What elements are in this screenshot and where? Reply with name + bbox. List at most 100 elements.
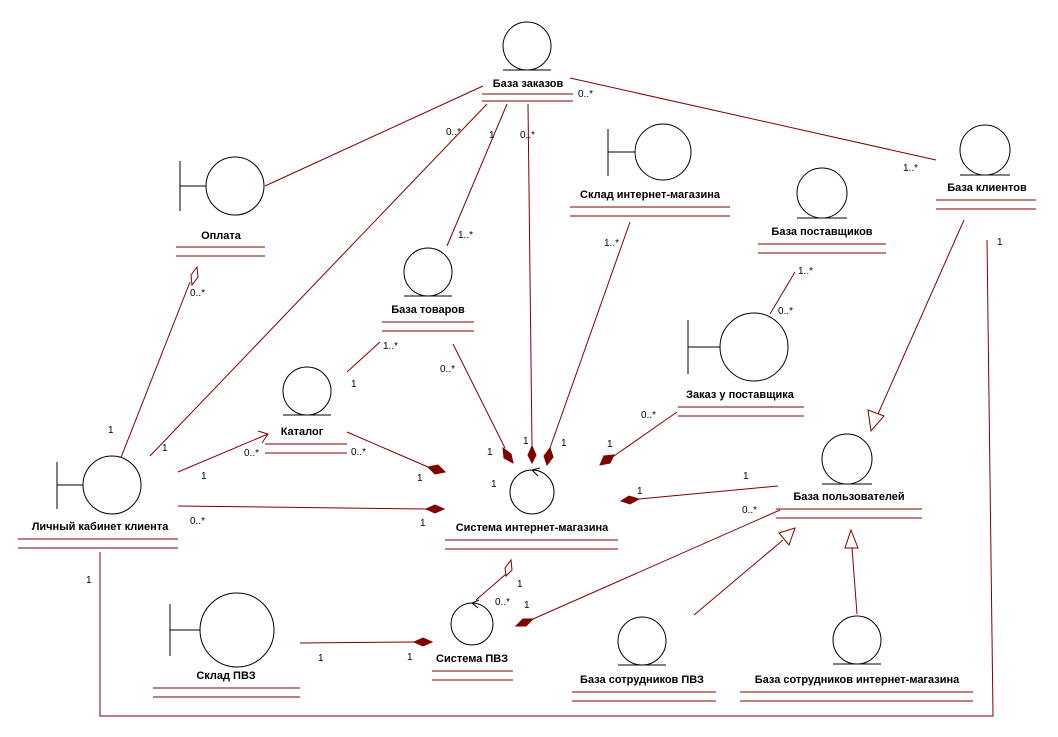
edge-supplierorder-system bbox=[613, 411, 678, 457]
generalization-arrow bbox=[844, 528, 859, 549]
multiplicity-label: 1 bbox=[420, 518, 426, 529]
entity-icon bbox=[617, 616, 667, 666]
generalization-arrow bbox=[778, 527, 796, 546]
entity-icon bbox=[403, 247, 453, 297]
node-users-db[interactable]: База пользователей bbox=[776, 433, 922, 519]
edge-orders-account bbox=[149, 103, 488, 457]
node-label: Система ПВЗ bbox=[436, 653, 508, 665]
multiplicity-label: 0..* bbox=[641, 410, 656, 421]
multiplicity-label: 1 bbox=[517, 579, 523, 590]
multiplicity-label: 1 bbox=[997, 237, 1003, 248]
multiplicity-label: 0..* bbox=[446, 127, 461, 138]
multiplicity-label: 1..* bbox=[604, 238, 619, 249]
node-pickup-system[interactable]: Система ПВЗ bbox=[432, 599, 513, 681]
edge-catalog-system bbox=[346, 431, 429, 468]
multiplicity-labels: 0..* 0..* 1 0..* 1..* 1..* 1..* 0..* 1..… bbox=[86, 89, 1003, 664]
multiplicity-label: 1 bbox=[523, 436, 529, 447]
node-supplier-order[interactable]: Заказ у поставщика bbox=[678, 312, 804, 417]
node-payment[interactable]: Оплата bbox=[176, 156, 265, 257]
edge-orders-goods bbox=[446, 103, 508, 247]
node-label: База пользователей bbox=[793, 491, 904, 503]
multiplicity-label: 1 bbox=[489, 130, 495, 141]
multiplicity-label: 1 bbox=[491, 479, 497, 490]
multiplicity-label: 0..* bbox=[778, 306, 793, 317]
edge-account-catalog bbox=[177, 433, 269, 473]
multiplicity-label: 1 bbox=[407, 652, 413, 663]
multiplicity-label: 1 bbox=[417, 473, 423, 484]
control-icon bbox=[509, 469, 555, 515]
multiplicity-label: 1..* bbox=[798, 266, 813, 277]
edge-payment-account bbox=[119, 281, 191, 461]
multiplicity-label: 0..* bbox=[495, 597, 510, 608]
multiplicity-label: 1 bbox=[201, 471, 207, 482]
composition-diamond bbox=[619, 495, 641, 505]
edge-account-system bbox=[177, 505, 427, 510]
edge-users-pickupsystem bbox=[532, 509, 781, 620]
entity-icon bbox=[282, 366, 332, 416]
edge-users-system bbox=[638, 485, 779, 500]
node-online-system[interactable]: Система интернет-магазина bbox=[445, 467, 618, 550]
node-goods-db[interactable]: База товаров bbox=[382, 247, 474, 332]
node-pickup-staff-db[interactable]: База сотрудников ПВЗ bbox=[572, 616, 716, 702]
node-label: Склад ПВЗ bbox=[196, 670, 255, 682]
node-label: Каталог bbox=[281, 426, 324, 438]
node-label: Личный кабинет клиента bbox=[32, 521, 170, 533]
multiplicity-label: 1 bbox=[351, 379, 357, 390]
composition-diamond bbox=[527, 444, 537, 465]
node-suppliers-db[interactable]: База поставщиков bbox=[758, 167, 886, 254]
entity-icon bbox=[959, 124, 1011, 176]
edge-system-pickupsystem bbox=[475, 573, 507, 601]
edge-goods-system bbox=[452, 343, 506, 449]
entity-icon bbox=[502, 21, 552, 71]
composition-diamond bbox=[514, 618, 535, 627]
multiplicity-label: 1 bbox=[108, 425, 114, 436]
node-label: База клиентов bbox=[947, 182, 1027, 194]
multiplicity-label: 0..* bbox=[190, 288, 205, 299]
aggregation-diamond bbox=[190, 265, 199, 287]
composition-diamond bbox=[502, 446, 514, 464]
edge-clients-users bbox=[877, 219, 965, 415]
composition-diamond bbox=[599, 454, 615, 466]
composition-diamond bbox=[543, 446, 554, 467]
edge-suppliers-order bbox=[769, 271, 796, 315]
edge-pickupstaff-users bbox=[693, 539, 784, 616]
edge-goods-catalog bbox=[346, 341, 381, 373]
boundary-icon bbox=[199, 592, 275, 668]
multiplicity-label: 1 bbox=[743, 471, 749, 482]
node-orders-db[interactable]: База заказов bbox=[482, 21, 573, 102]
node-label: Оплата bbox=[201, 230, 242, 242]
node-clients-db[interactable]: База клиентов bbox=[936, 124, 1036, 210]
multiplicity-label: 1 bbox=[318, 653, 324, 664]
control-icon bbox=[450, 602, 494, 646]
node-catalog[interactable]: Каталог bbox=[265, 366, 347, 454]
node-label: Склад интернет-магазина bbox=[580, 189, 721, 201]
boundary-icon bbox=[205, 156, 265, 216]
boundary-icon bbox=[82, 455, 142, 515]
node-label: База поставщиков bbox=[771, 226, 872, 238]
multiplicity-label: 1 bbox=[487, 447, 493, 458]
edge-clients-account bbox=[99, 239, 994, 717]
boundary-icon bbox=[719, 312, 789, 382]
node-label: Система интернет-магазина bbox=[456, 522, 609, 534]
node-online-warehouse[interactable]: Склад интернет-магазина bbox=[570, 123, 730, 217]
multiplicity-label: 1 bbox=[637, 486, 643, 497]
node-label: Заказ у поставщика bbox=[686, 389, 795, 401]
multiplicity-label: 0..* bbox=[578, 89, 593, 100]
node-pickup-warehouse[interactable]: Склад ПВЗ bbox=[153, 592, 300, 698]
node-label: База сотрудников интернет-магазина bbox=[755, 674, 960, 686]
composition-diamond bbox=[424, 504, 446, 514]
entity-icon bbox=[832, 615, 882, 665]
multiplicity-label: 1 bbox=[86, 575, 92, 586]
multiplicity-label: 1 bbox=[524, 600, 530, 611]
node-label: База сотрудников ПВЗ bbox=[580, 674, 704, 686]
node-personal-account[interactable]: Личный кабинет клиента bbox=[18, 455, 178, 549]
node-label: База заказов bbox=[493, 78, 564, 90]
generalization-arrow bbox=[867, 409, 885, 433]
multiplicity-label: 1 bbox=[162, 443, 168, 454]
multiplicity-label: 1..* bbox=[458, 230, 473, 241]
node-online-staff-db[interactable]: База сотрудников интернет-магазина bbox=[740, 615, 973, 702]
control-arrow bbox=[531, 467, 541, 477]
composition-diamond bbox=[426, 464, 447, 475]
